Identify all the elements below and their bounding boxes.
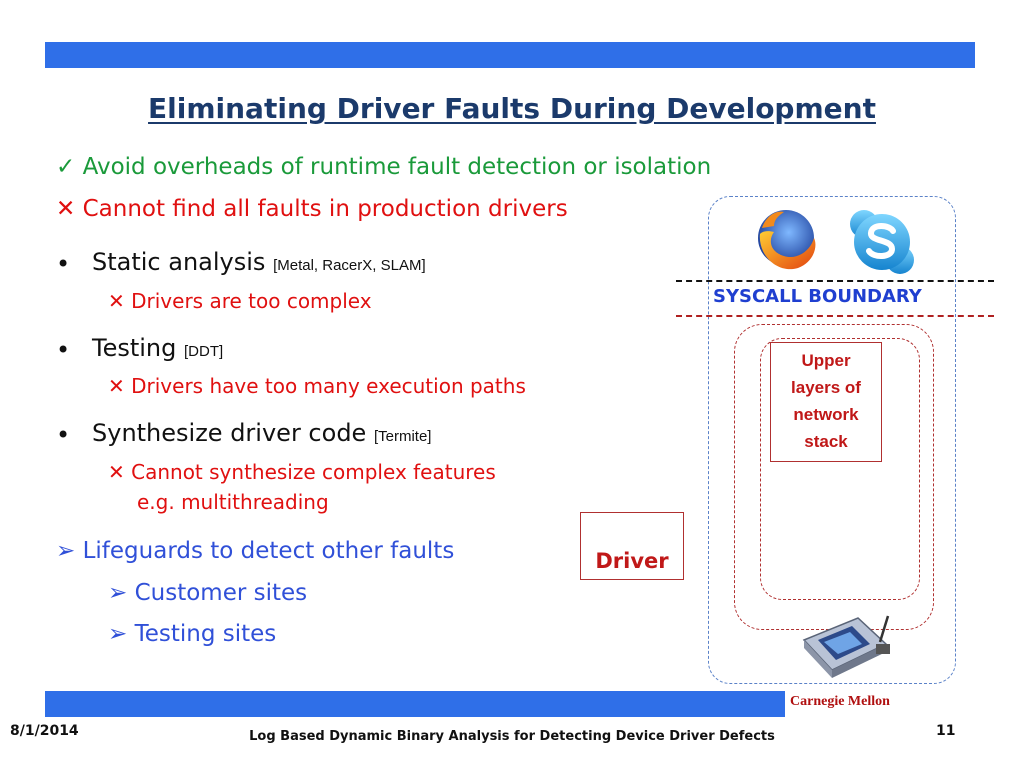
footer-date: 8/1/2014 bbox=[10, 723, 79, 739]
lifeguards-sub-text: Testing sites bbox=[134, 621, 277, 647]
cross-icon: ✕ bbox=[108, 289, 125, 313]
check-item: ✓ Avoid overheads of runtime fault detec… bbox=[56, 154, 711, 180]
bullet-label: Synthesize driver code bbox=[92, 419, 367, 447]
sub-item-text: Cannot synthesize complex features bbox=[131, 460, 496, 484]
driver-box: Driver bbox=[580, 512, 684, 580]
sub-item-text: Drivers have too many execution paths bbox=[131, 374, 526, 398]
cross-item: ✕ Cannot find all faults in production d… bbox=[56, 196, 568, 222]
sub-item-text: Drivers are too complex bbox=[131, 289, 372, 313]
sub-item: ✕ Cannot synthesize complex features bbox=[108, 460, 496, 484]
lifeguards-sub-text: Customer sites bbox=[134, 580, 308, 606]
arrow-icon: ➢ bbox=[56, 538, 76, 564]
lifeguards-text: Lifeguards to detect other faults bbox=[82, 538, 455, 564]
bullet-label: Static analysis bbox=[92, 248, 266, 276]
network-stack-box bbox=[760, 338, 920, 600]
system-box bbox=[708, 196, 956, 684]
sub-item: ✕ Drivers have too many execution paths bbox=[108, 374, 526, 398]
cross-icon: ✕ bbox=[108, 460, 125, 484]
syscall-boundary-label: SYSCALL BOUNDARY bbox=[710, 286, 925, 307]
upper-layers-line: layers of bbox=[791, 378, 861, 397]
header-bar bbox=[45, 42, 975, 68]
lifeguards-sub-item: ➢ Testing sites bbox=[108, 621, 276, 647]
bullet-citation: [DDT] bbox=[184, 343, 224, 360]
upper-layers-line: Upper bbox=[801, 351, 851, 370]
bullet-citation: [Termite] bbox=[373, 428, 432, 445]
arrow-icon: ➢ bbox=[108, 580, 128, 606]
footer-bar bbox=[45, 691, 785, 717]
bullet-static-analysis: Static analysis [Metal, RacerX, SLAM] bbox=[92, 248, 426, 276]
syscall-boundary-line bbox=[676, 315, 994, 317]
check-icon: ✓ bbox=[56, 154, 76, 180]
bullet-dot: • bbox=[56, 421, 71, 449]
cross-icon: ✕ bbox=[56, 196, 76, 222]
bullet-citation: [Metal, RacerX, SLAM] bbox=[273, 257, 426, 274]
upper-layers-box: Upper layers of network stack bbox=[770, 342, 882, 462]
upper-layers-line: network bbox=[793, 405, 859, 424]
network-card-icon bbox=[802, 615, 890, 678]
footer-title: Log Based Dynamic Binary Analysis for De… bbox=[249, 729, 775, 744]
check-item-text: Avoid overheads of runtime fault detecti… bbox=[82, 154, 712, 180]
upper-layers-line: stack bbox=[804, 432, 848, 451]
sub-item: ✕ Drivers are too complex bbox=[108, 289, 372, 313]
syscall-boundary-line bbox=[676, 280, 994, 282]
bullet-dot: • bbox=[56, 250, 71, 278]
skype-icon bbox=[850, 210, 914, 274]
sub-item-continuation: e.g. multithreading bbox=[137, 490, 329, 514]
firefox-icon bbox=[758, 210, 816, 270]
bullet-dot: • bbox=[56, 336, 71, 364]
lifeguards-item: ➢ Lifeguards to detect other faults bbox=[56, 538, 454, 564]
cross-item-text: Cannot find all faults in production dri… bbox=[82, 196, 568, 222]
page-number: 11 bbox=[936, 723, 956, 739]
bullet-testing: Testing [DDT] bbox=[92, 334, 223, 362]
arrow-icon: ➢ bbox=[108, 621, 128, 647]
cross-icon: ✕ bbox=[108, 374, 125, 398]
slide-title: Eliminating Driver Faults During Develop… bbox=[148, 92, 876, 125]
bullet-label: Testing bbox=[92, 334, 177, 362]
lifeguards-sub-item: ➢ Customer sites bbox=[108, 580, 307, 606]
bullet-synthesize: Synthesize driver code [Termite] bbox=[92, 419, 431, 447]
institution-label: Carnegie Mellon bbox=[790, 694, 890, 709]
